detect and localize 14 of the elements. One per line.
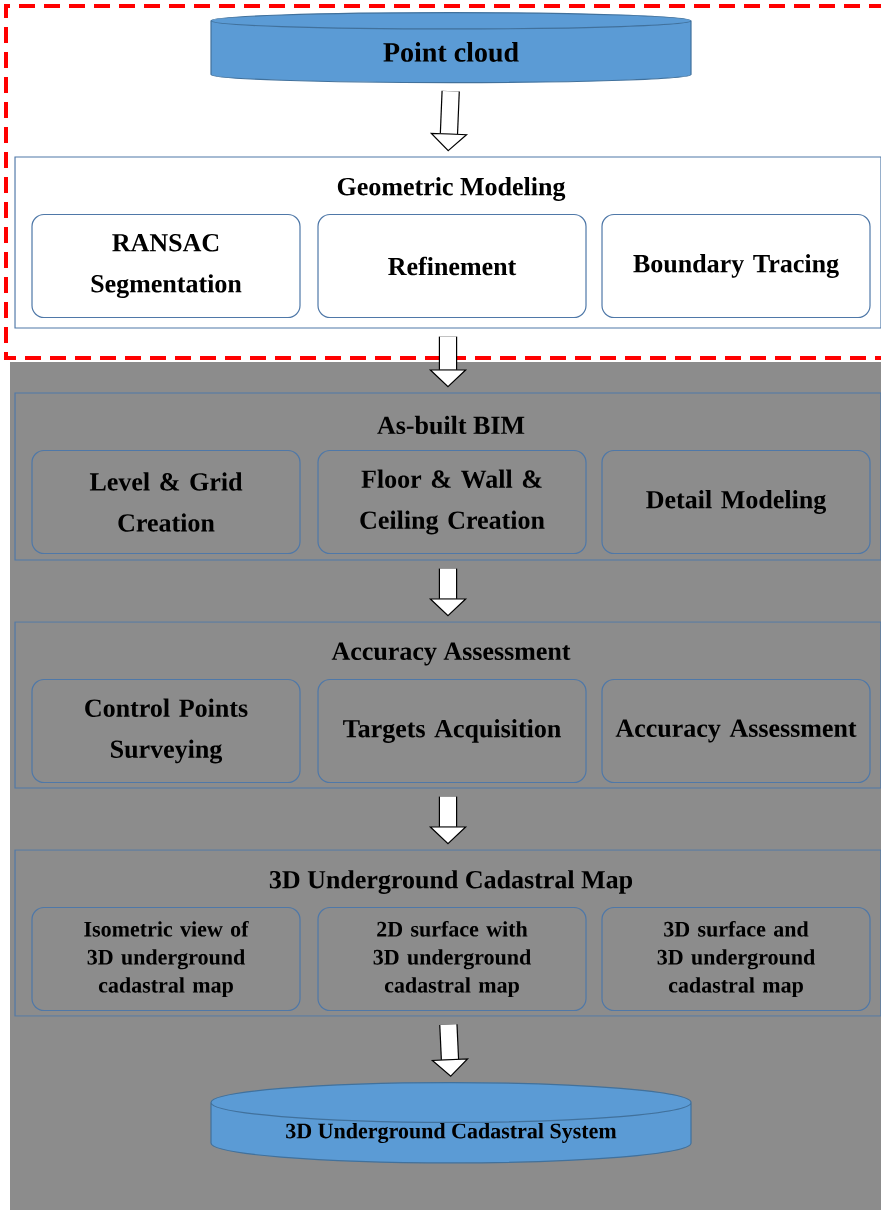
- process-box: Floor & Wall & Ceiling Creation: [317, 449, 587, 555]
- process-box: Control Points Surveying: [31, 678, 301, 784]
- process-box: Targets Acquisition: [317, 678, 587, 784]
- database-cylinder: 3D Underground Cadastral System: [210, 1082, 692, 1164]
- process-box: Isometric view of 3D underground cadastral map: [31, 906, 301, 1012]
- process-box: RANSAC Segmentation: [31, 213, 301, 319]
- process-box: 3D surface and 3D underground cadastral map: [601, 906, 871, 1012]
- process-box: Detail Modeling: [601, 449, 871, 555]
- process-box: 2D surface with 3D underground cadastral map: [317, 906, 587, 1012]
- process-box: Accuracy Assessment: [601, 678, 871, 784]
- process-box: Refinement: [317, 213, 587, 319]
- process-box: Level & Grid Creation: [31, 449, 301, 555]
- process-box: Boundary Tracing: [601, 213, 871, 319]
- database-cylinder: Point cloud: [210, 12, 692, 84]
